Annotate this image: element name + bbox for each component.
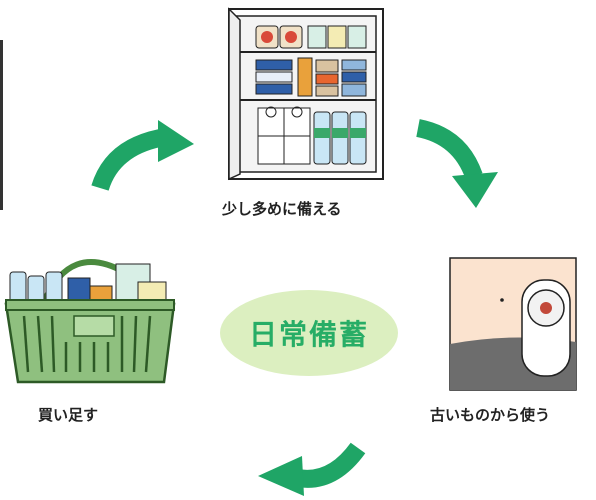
ostomy-pouch-illustration bbox=[449, 257, 577, 391]
center-theme-label: 日常備蓄 bbox=[248, 318, 369, 351]
step-label-use-oldest: 古いものから使う bbox=[430, 406, 551, 424]
center-theme-badge: 日常備蓄 bbox=[220, 290, 398, 376]
arrow-to-shelf-icon bbox=[91, 120, 194, 191]
left-edge-mark bbox=[0, 40, 3, 210]
step-label-restock: 買い足す bbox=[38, 406, 99, 424]
arrow-to-basket-icon bbox=[258, 442, 366, 496]
step-label-prepare: 少し多めに備える bbox=[222, 200, 342, 218]
stocked-shelf-illustration bbox=[228, 7, 384, 181]
shopping-basket-illustration bbox=[4, 259, 176, 384]
arrow-to-pouch-icon bbox=[416, 119, 498, 208]
